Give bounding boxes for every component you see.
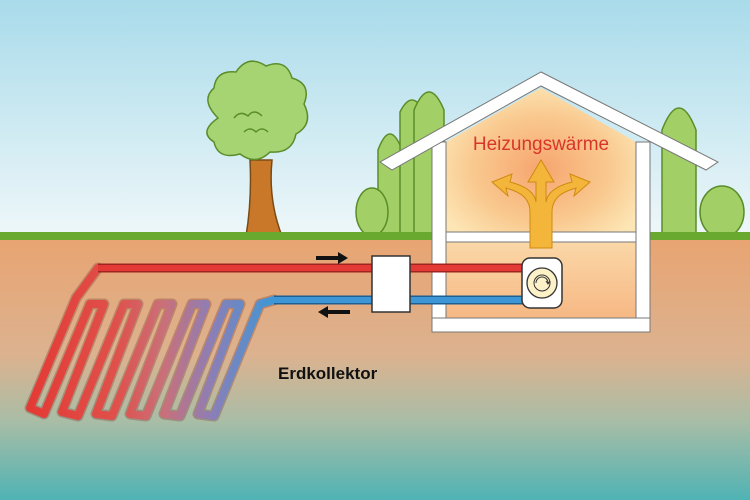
collector-label: Erdkollektor [278,364,378,383]
ground-collector-coil [24,262,280,422]
branching-arrow-icon [491,159,591,249]
bush [661,107,697,237]
heat-label: Heizungswärme [473,134,609,155]
house-roof [379,71,719,171]
collector-pipe [26,264,278,420]
bush [355,187,389,237]
heat-arrow [491,159,591,249]
bush [699,185,745,239]
house-wall-right [635,141,651,333]
arrow-right-icon [316,252,348,264]
tree-canopy-detail [233,111,269,134]
house-floor [431,317,651,333]
grass [0,232,750,240]
tree [206,60,309,237]
arrow-left-icon [318,306,350,318]
heat-pump-icon [521,257,563,309]
tree-trunk [245,159,284,237]
distributor-box [371,255,411,313]
tree-canopy [206,60,309,161]
